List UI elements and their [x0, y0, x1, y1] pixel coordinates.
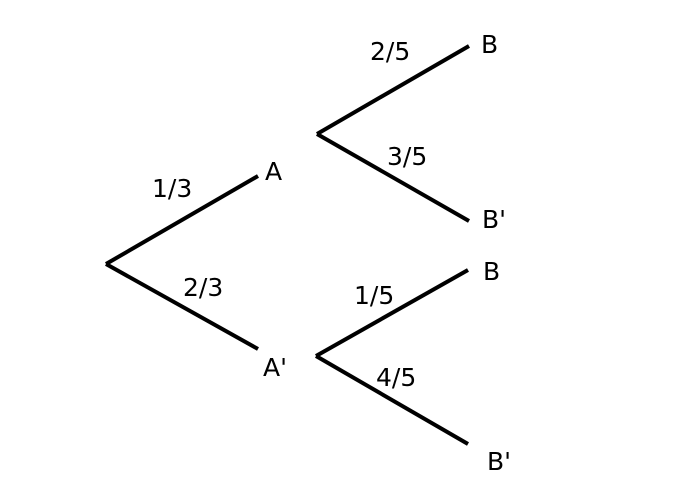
branch-A-prime-to-B [315, 268, 469, 358]
branch-A-to-B-prime [316, 132, 470, 223]
outcome-label-A: A [265, 157, 282, 186]
probability-label-A-B-prime: 3/5 [387, 142, 427, 171]
probability-label-A-prime-B-prime: 4/5 [376, 363, 416, 392]
outcome-label-A-prime-B-prime: B' [487, 447, 511, 476]
outcome-label-A-prime: A' [263, 353, 287, 382]
outcome-label-A-B: B [481, 30, 498, 59]
branch-root-to-A [104, 174, 260, 266]
outcome-label-A-B-prime: B' [482, 205, 506, 234]
branch-A-to-B [315, 44, 471, 136]
branch-A-prime-to-B-prime [314, 354, 470, 446]
probability-label-A-prime-B: 1/5 [354, 281, 394, 310]
probability-label-A-B: 2/5 [370, 37, 410, 66]
branch-root-to-A-prime [105, 262, 259, 351]
outcome-label-A-prime-B: B [483, 257, 500, 286]
probability-label-A: 1/3 [152, 174, 192, 203]
probability-label-A-prime: 2/3 [183, 273, 223, 302]
